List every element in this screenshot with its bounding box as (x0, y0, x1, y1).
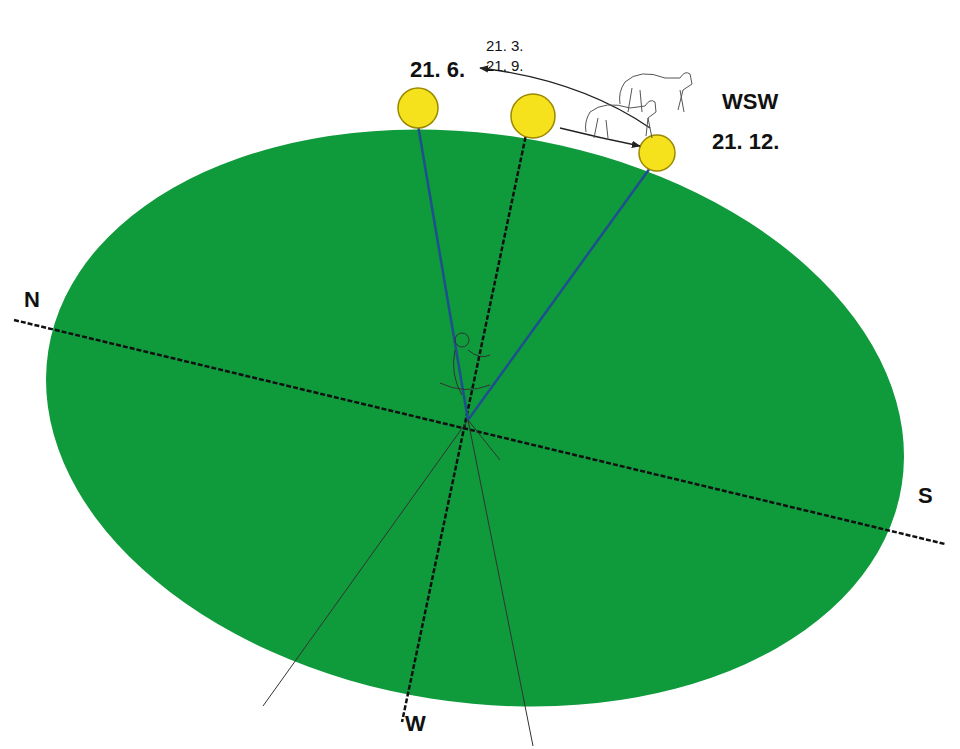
sun-symbol (639, 135, 675, 171)
date-label: 21. 6. (410, 58, 465, 82)
compass-letter: S (918, 484, 933, 508)
winter-sunset-line (468, 168, 650, 420)
sun-symbol (398, 88, 438, 128)
date-label: 21. 12. (712, 130, 779, 154)
summer-sunset-line (418, 125, 468, 420)
compass-letter: N (24, 288, 40, 312)
sun-shift-arrow (480, 68, 650, 128)
observer-figure (440, 333, 490, 395)
direction-label: WSW (722, 90, 778, 114)
ground-ellipse (4, 70, 946, 749)
horse-sketch (586, 73, 693, 138)
compass-letter: W (405, 712, 426, 736)
sight-line (468, 420, 500, 460)
date-label: 21. 3. (486, 38, 524, 55)
date-label: 21. 9. (486, 58, 524, 75)
west-axis (402, 130, 527, 722)
sight-line (468, 420, 533, 746)
sun-symbol (511, 94, 555, 138)
sun-shift-arrow (560, 128, 640, 146)
sight-line (263, 420, 468, 706)
